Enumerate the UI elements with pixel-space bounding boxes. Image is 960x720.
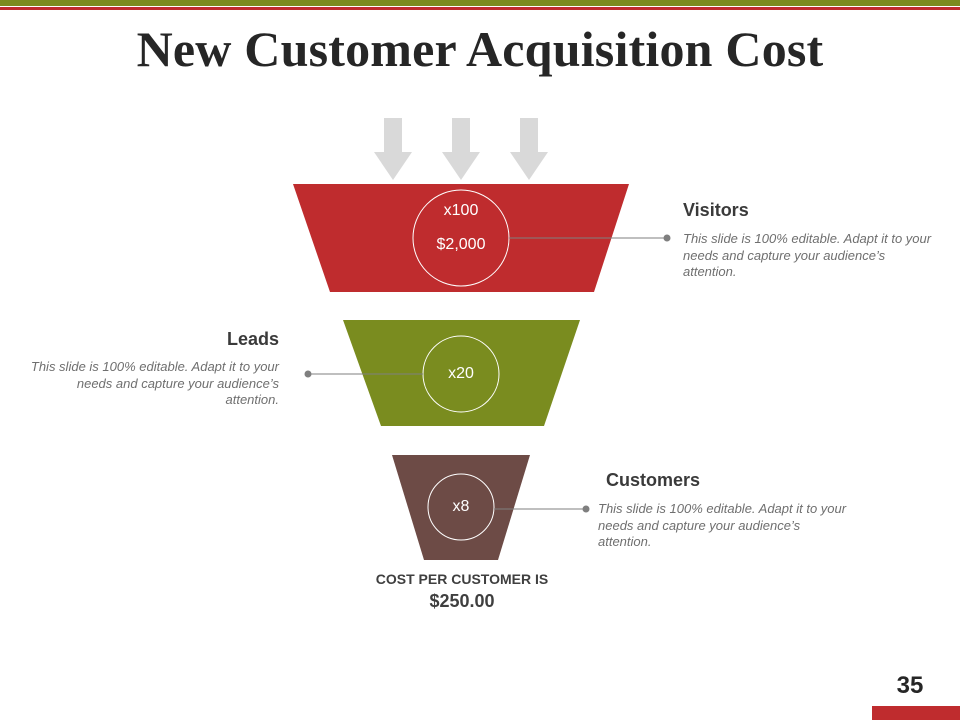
- customers-description: This slide is 100% editable. Adapt it to…: [598, 501, 847, 549]
- visitors-multiplier: x100: [443, 202, 479, 219]
- visitors-description: This slide is 100% editable. Adapt it to…: [683, 231, 932, 279]
- visitors-amount: $2,000: [436, 236, 486, 253]
- connector-dot-customers: [582, 505, 590, 513]
- customers-multiplier: x8: [452, 498, 470, 515]
- down-arrow-icon: [510, 118, 548, 180]
- leads-multiplier: x20: [448, 365, 474, 382]
- page-number: 35: [896, 672, 924, 699]
- slide-title: New Customer Acquisition Cost: [136, 21, 824, 77]
- down-arrow-icon: [374, 118, 412, 180]
- page-number-bar: [872, 706, 960, 720]
- top-olive-bar: [0, 0, 960, 6]
- connector-dot-leads: [304, 370, 312, 378]
- top-red-bar: [0, 7, 960, 10]
- customers-title: Customers: [606, 470, 701, 490]
- cost-per-customer-label: COST PER CUSTOMER IS: [375, 571, 549, 587]
- funnel-stage-leads: [343, 320, 580, 426]
- down-arrow-icon: [442, 118, 480, 180]
- cost-per-customer-value: $250.00: [429, 591, 495, 611]
- funnel-stage-visitors: [293, 184, 629, 292]
- leads-title: Leads: [226, 329, 279, 349]
- funnel-stage-customers: [392, 455, 530, 560]
- stage-circle-customers: [427, 473, 495, 541]
- leads-description: This slide is 100% editable. Adapt it to…: [30, 359, 279, 407]
- visitors-title: Visitors: [683, 200, 749, 220]
- connector-dot-visitors: [663, 234, 671, 242]
